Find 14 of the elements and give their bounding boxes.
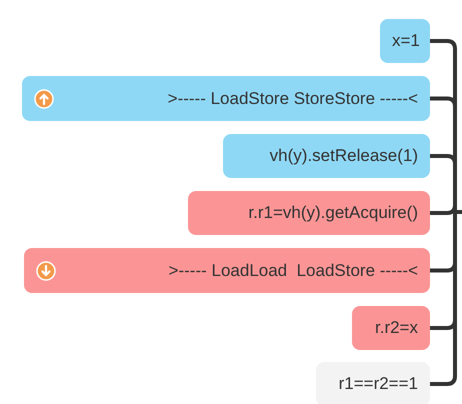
topic-text: >----- LoadLoad LoadStore -----< bbox=[168, 260, 418, 282]
topic-box bbox=[188, 191, 430, 235]
topic-box bbox=[316, 362, 430, 404]
topic-text: x=1 bbox=[392, 30, 420, 52]
topic-box bbox=[24, 248, 430, 293]
topic-text: vh(y).setRelease(1) bbox=[270, 145, 418, 168]
topic-box bbox=[223, 134, 430, 178]
topic-box bbox=[352, 306, 430, 350]
topic-box bbox=[22, 76, 430, 121]
topic-text: r1==r2==1 bbox=[338, 373, 418, 396]
topic-box bbox=[380, 19, 430, 63]
topic-text: r.r1=vh(y).getAcquire() bbox=[248, 202, 418, 224]
topic-text: r.r2=x bbox=[375, 317, 418, 340]
topic-text: >----- LoadStore StoreStore -----< bbox=[168, 88, 418, 110]
